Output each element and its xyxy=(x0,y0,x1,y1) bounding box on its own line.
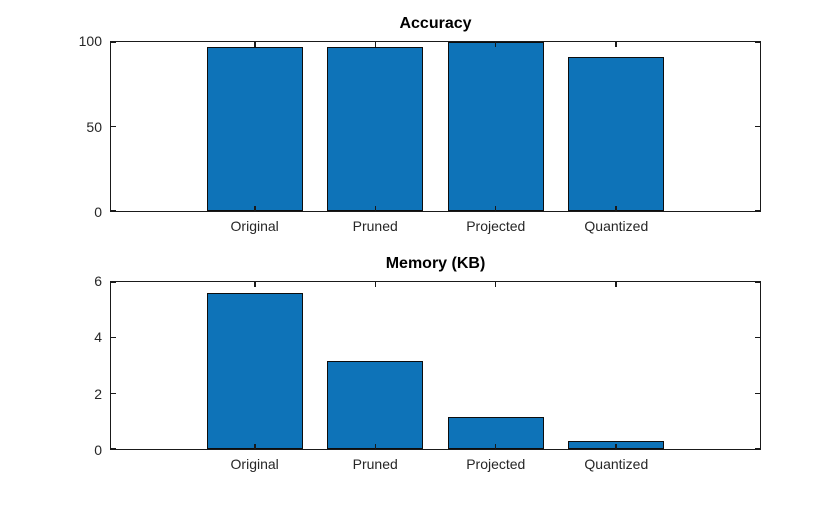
y-tick-label: 0 xyxy=(94,204,102,220)
y-tick xyxy=(755,41,760,43)
bar-original xyxy=(207,293,304,449)
x-tick-label: Original xyxy=(230,218,279,234)
x-tick xyxy=(615,42,617,47)
x-tick xyxy=(374,206,377,211)
x-tick xyxy=(494,444,497,449)
accuracy-plot-area xyxy=(110,41,761,212)
y-tick xyxy=(111,125,116,128)
x-tick xyxy=(615,444,617,449)
y-tick xyxy=(111,281,116,283)
memory-plot-area xyxy=(110,281,761,450)
y-tick xyxy=(755,281,760,283)
x-tick-label: Quantized xyxy=(584,218,649,234)
y-tick xyxy=(755,125,760,128)
y-tick xyxy=(755,336,760,339)
accuracy-chart-title: Accuracy xyxy=(399,15,472,32)
y-tick xyxy=(755,210,760,212)
y-tick xyxy=(111,210,116,212)
x-tick xyxy=(374,282,377,287)
bar-pruned xyxy=(327,361,424,449)
x-tick xyxy=(494,206,497,211)
x-tick-label: Projected xyxy=(466,218,526,234)
y-tick-label: 0 xyxy=(94,442,102,458)
memory-chart-title: Memory (KB) xyxy=(385,255,486,272)
y-tick xyxy=(111,392,116,395)
x-tick-label: Projected xyxy=(466,456,526,472)
x-tick xyxy=(494,282,497,287)
x-tick xyxy=(254,282,256,287)
x-tick-label: Quantized xyxy=(584,456,649,472)
y-tick xyxy=(755,448,760,450)
y-tick-label: 4 xyxy=(94,329,102,346)
x-tick-label: Original xyxy=(230,456,279,472)
x-tick xyxy=(254,206,256,211)
y-tick xyxy=(111,448,116,450)
x-tick xyxy=(615,206,617,211)
y-tick xyxy=(111,41,116,43)
bar-quantized xyxy=(567,57,664,211)
y-tick xyxy=(111,336,116,339)
bar-original xyxy=(207,47,304,211)
y-tick-label: 50 xyxy=(86,118,102,135)
y-tick xyxy=(755,392,760,395)
y-tick-label: 6 xyxy=(94,273,102,289)
bar-pruned xyxy=(327,47,424,211)
x-tick xyxy=(374,444,377,449)
x-tick-label: Pruned xyxy=(352,218,398,234)
y-tick-label: 2 xyxy=(94,385,102,402)
x-tick xyxy=(254,42,256,47)
bar-projected xyxy=(447,42,544,211)
x-tick xyxy=(374,42,377,47)
x-tick xyxy=(494,42,497,47)
y-tick-label: 100 xyxy=(78,33,102,49)
x-tick xyxy=(615,282,617,287)
x-tick-label: Pruned xyxy=(352,456,398,472)
x-tick xyxy=(254,444,256,449)
